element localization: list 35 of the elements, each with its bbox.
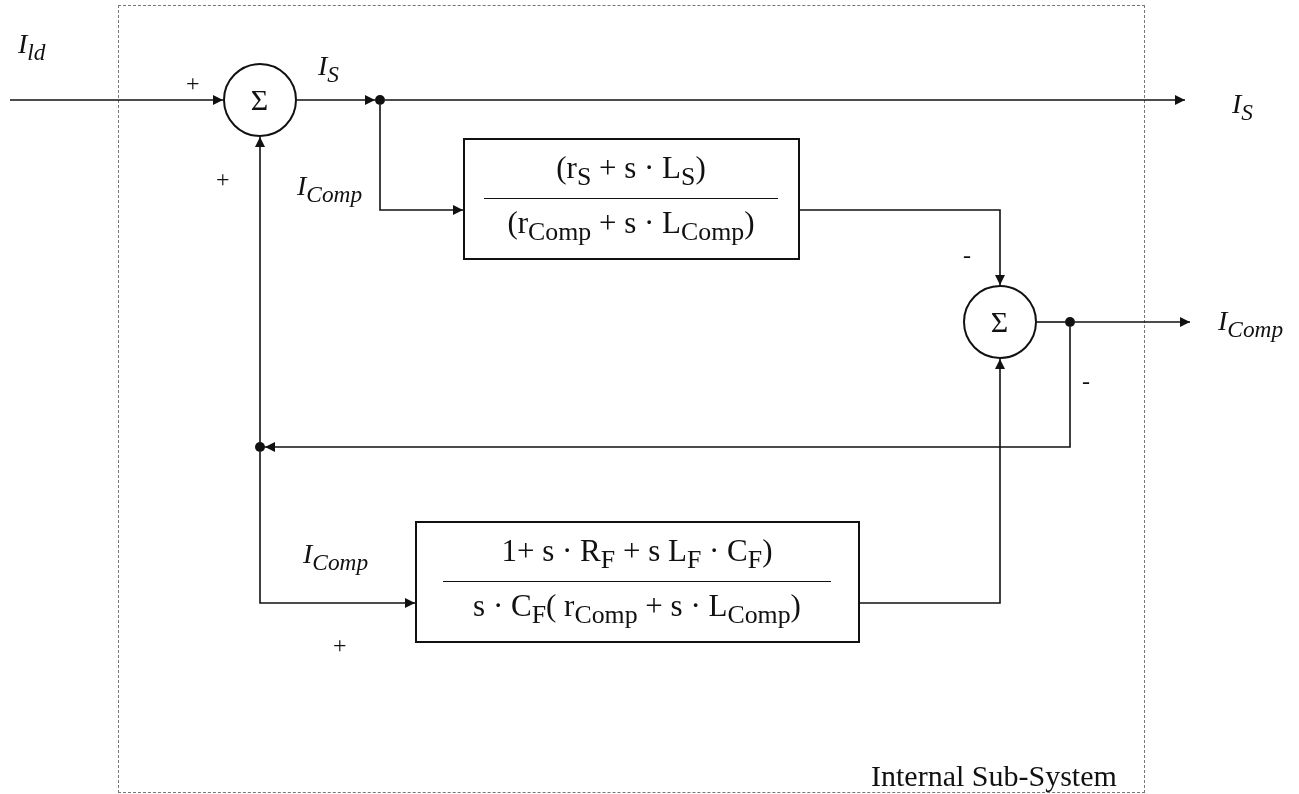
signal-label: I$_{ld}$ [18, 28, 46, 66]
denominator-expression: (r$_{Comp}$ + s · L$_{Comp}$) [507, 205, 755, 248]
transfer-function-block [462, 137, 800, 260]
denominator-expression: s · C$_{F}$( r$_{Comp}$ + s · L$_{Comp}$) [473, 588, 801, 631]
subsystem-boundary [118, 5, 1145, 793]
arrow [799, 209, 1005, 286]
summing-junction: Σ [962, 284, 1037, 359]
arrow [255, 136, 265, 443]
arrow [384, 95, 1186, 105]
arrow [859, 358, 1005, 604]
numerator-expression: 1+ s · R$_{F}$ + s L$_{F}$ · C$_{F}$) [501, 532, 773, 575]
signal-label: I$_{S}$ [1232, 88, 1253, 126]
branch-point [254, 441, 265, 452]
sign-label: + [333, 632, 347, 659]
subsystem-title: Internal Sub-System [871, 759, 1117, 793]
signal-label: I$_{Comp}$ [297, 170, 363, 208]
arrow [1074, 317, 1191, 327]
branch-point [374, 94, 385, 105]
transfer-function-block [414, 520, 860, 643]
sign-label: - [1082, 368, 1090, 395]
signal-label: I$_{Comp}$ [1218, 305, 1284, 343]
connector-line [1036, 321, 1066, 323]
arrow [296, 95, 376, 105]
summing-junction: Σ [222, 62, 297, 137]
arrow [9, 95, 224, 105]
sign-label: + [186, 70, 200, 97]
signal-label: I$_{S}$ [318, 50, 339, 88]
arrow [264, 326, 1071, 452]
numerator-expression: (r$_{S}$ + s · L$_{S}$) [556, 149, 706, 192]
sign-label: + [216, 166, 230, 193]
signal-label: I$_{Comp}$ [303, 538, 369, 576]
arrow [379, 104, 464, 215]
sign-label: - [963, 242, 971, 269]
branch-point [1064, 316, 1075, 327]
arrow [259, 451, 416, 608]
